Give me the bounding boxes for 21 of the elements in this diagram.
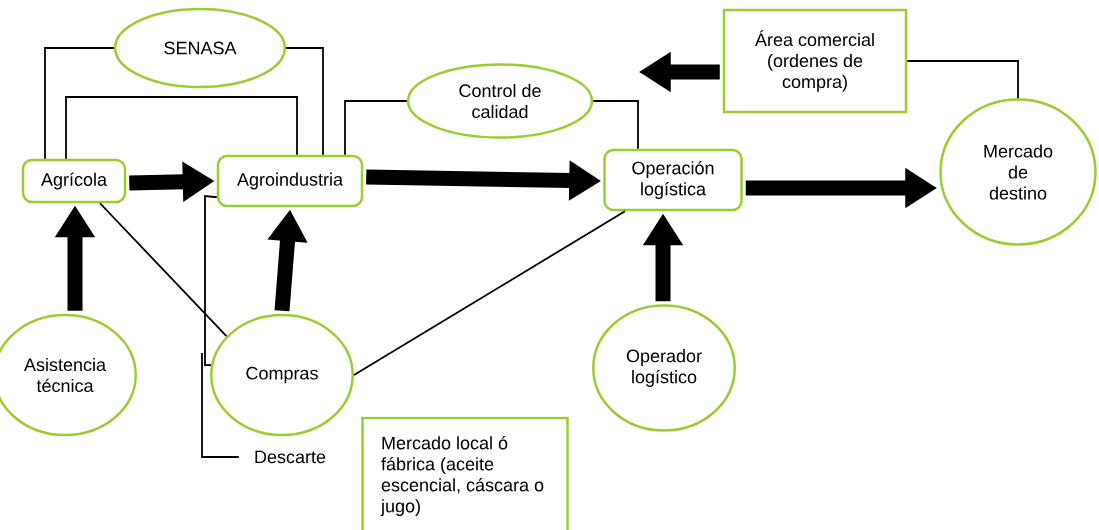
note-box: Mercado local ó fábrica (aceite escencial, cáscara o jugo) (361, 416, 569, 530)
connector-line (44, 47, 115, 160)
circle-node: Operador logístico (592, 304, 736, 432)
connector-line (906, 60, 1019, 100)
oval-node: SENASA (113, 7, 287, 89)
connector-line (201, 352, 240, 458)
process-box: Agroindustria (216, 154, 364, 208)
circle-node: Mercado de destino (939, 98, 1097, 246)
oval-node: Control de calidad (406, 63, 594, 139)
connector-line (592, 100, 639, 150)
circle-node: Compras (210, 313, 354, 437)
connector-line (99, 202, 228, 337)
process-box: Área comercial (ordenes de compra) (722, 8, 908, 114)
process-box: Operación logística (603, 148, 743, 212)
connector-line (353, 210, 626, 376)
connector-line (285, 47, 324, 156)
connector-line (65, 96, 298, 160)
connector-line (204, 195, 218, 366)
connector-line (344, 100, 408, 156)
process-box: Agrícola (21, 158, 127, 204)
text-label: Descarte (255, 450, 326, 464)
